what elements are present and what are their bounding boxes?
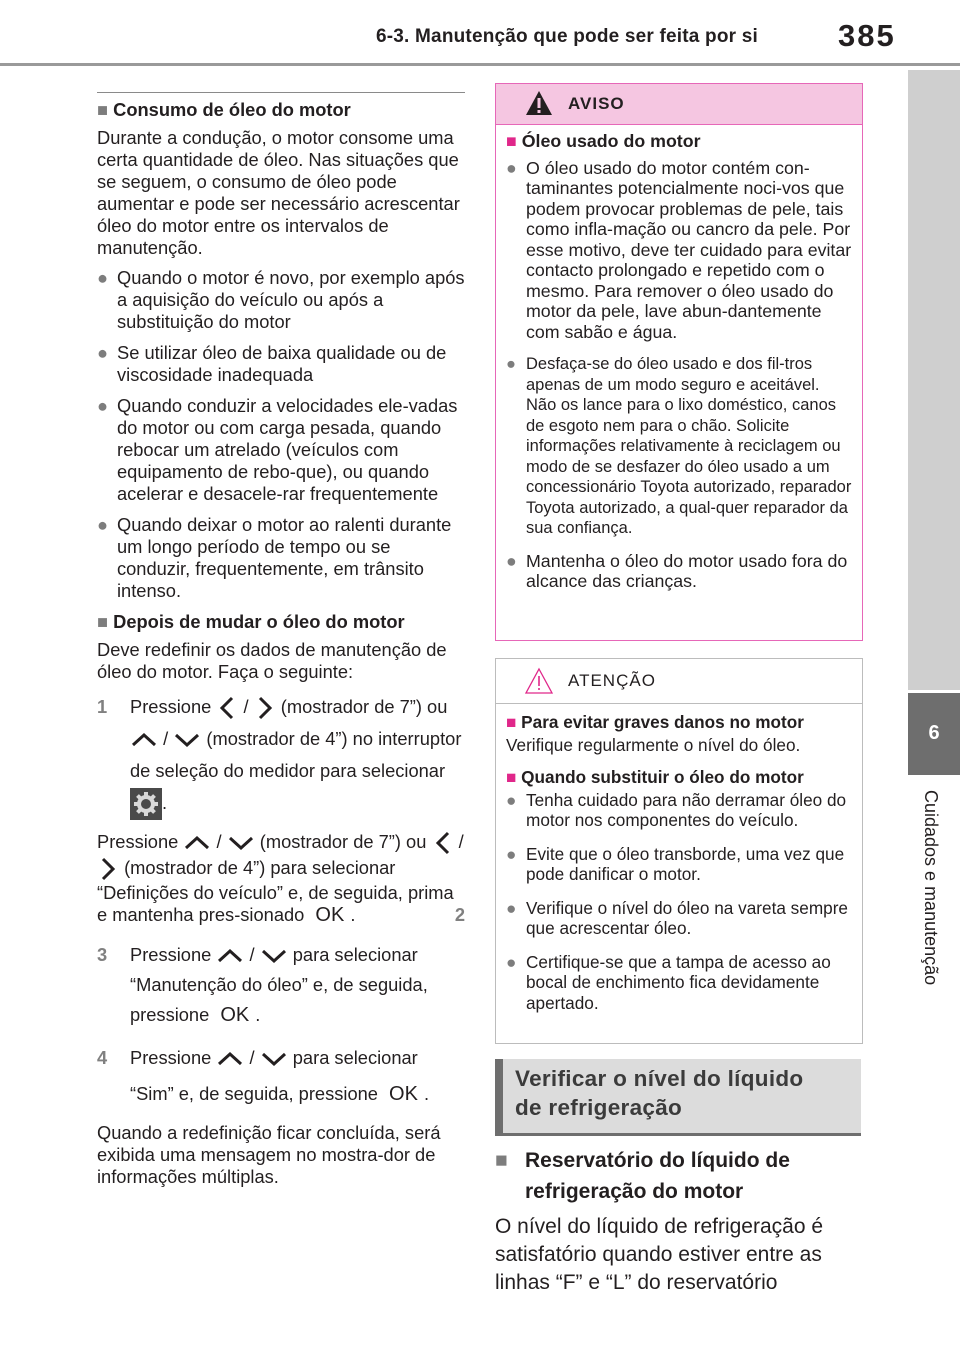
list-item: ●Se utilizar óleo de baixa qualidade ou …: [97, 342, 447, 385]
dot-bullet-icon: ●: [506, 843, 517, 864]
dot-bullet-icon: ●: [506, 951, 517, 972]
coolant-section: ■Reservatório do líquido de refrigeração…: [495, 1145, 861, 1297]
heading-consumo: ■ Consumo de óleo do motor: [97, 99, 351, 120]
section-band-rule: [495, 1133, 861, 1136]
square-bullet-icon: ■: [506, 767, 517, 787]
step-number: 3: [97, 944, 108, 966]
warning-box-title: AVISO: [568, 94, 625, 113]
left-column: ■ Consumo de óleo do motor Durante a con…: [97, 92, 465, 1196]
section-title-line: Verificar o nível do líquido: [515, 1066, 804, 1091]
header-divider: [0, 63, 960, 66]
warning-triangle-icon: [526, 91, 552, 115]
dot-bullet-icon: ●: [97, 267, 109, 288]
ok-button-icon: OK: [315, 904, 345, 927]
step-1: 1 Pressione / (mostrador de 7”) ou / (mo…: [97, 691, 465, 821]
square-bullet-icon: ■: [495, 1149, 508, 1172]
chevron-up-icon: [218, 1052, 243, 1066]
caution-text: Verifique regularmente o nível do óleo.: [506, 734, 801, 755]
chapter-title: 6-3. Manutenção que pode ser feita por s…: [376, 26, 758, 47]
square-bullet-icon: ■: [506, 131, 517, 151]
step-4: 4 Pressione / para selecionar “Sim” e, d…: [97, 1040, 465, 1112]
page-number: 385: [838, 18, 896, 53]
depois-intro: Deve redefinir os dados de manutenção de…: [97, 639, 447, 682]
dot-bullet-icon: ●: [506, 157, 517, 178]
square-bullet-icon: ■: [97, 99, 109, 120]
square-bullet-icon: ■: [506, 712, 517, 732]
list-item: ●Certifique-se que a tampa de acesso ao …: [506, 951, 831, 1013]
chevron-down-icon: [228, 837, 253, 851]
list-item: ●Quando conduzir a velocidades ele-vadas…: [97, 395, 458, 504]
list-item: ●Tenha cuidado para não derramar óleo do…: [506, 789, 847, 831]
closing-text: Quando a redefinição ficar concluída, se…: [97, 1122, 441, 1188]
dot-bullet-icon: ●: [506, 897, 517, 918]
dot-bullet-icon: ●: [506, 789, 517, 810]
chevron-up-icon: [218, 949, 243, 963]
caution-box: ATENÇÃO ■ Para evitar graves danos no mo…: [495, 658, 863, 1044]
ok-button-icon: OK: [389, 1083, 418, 1106]
chevron-down-icon: [261, 1053, 286, 1067]
dot-bullet-icon: ●: [506, 355, 516, 373]
caution-heading: ■ Quando substituir o óleo do motor: [506, 767, 804, 787]
coolant-text: O nível do líquido de refrigeração é sat…: [495, 1215, 824, 1294]
settings-gear-icon: [130, 788, 162, 821]
caution-box-title: ATENÇÃO: [568, 671, 656, 690]
chevron-right-icon: [258, 697, 272, 720]
chevron-down-icon: [261, 950, 286, 964]
step-2: Pressione / (mostrador de 7”) ou / (most…: [97, 831, 465, 927]
caution-triangle-icon: [524, 667, 554, 694]
dot-bullet-icon: ●: [97, 395, 109, 416]
list-item: ●Quando o motor é novo, por exemplo após…: [97, 267, 465, 332]
caution-box-header: ATENÇÃO: [496, 659, 862, 704]
warning-box: AVISO ■ Óleo usado do motor ●O óleo usad…: [495, 83, 863, 641]
warning-heading: ■ Óleo usado do motor: [506, 131, 701, 151]
chapter-tab: [908, 693, 960, 775]
list-item: ●Desfaça-se do óleo usado e dos fil-tros…: [506, 355, 852, 537]
chevron-up-icon: [185, 836, 210, 850]
dot-bullet-icon: ●: [97, 342, 109, 363]
chevron-down-icon: [175, 734, 200, 748]
dot-bullet-icon: ●: [97, 514, 109, 535]
section-divider: [97, 92, 465, 93]
chapter-tab-number: 6: [928, 722, 940, 744]
list-item: ●Evite que o óleo transborde, uma vez qu…: [506, 843, 845, 885]
caution-heading: ■ Para evitar graves danos no motor: [506, 712, 804, 732]
coolant-heading: ■Reservatório do líquido de refrigeração…: [495, 1145, 861, 1207]
warning-box-header: AVISO: [496, 84, 862, 125]
side-tab-track: [908, 70, 960, 690]
square-bullet-icon: ■: [97, 611, 109, 632]
section-title-band: Verificar o nível do líquido de refriger…: [495, 1059, 861, 1133]
list-item: ●Mantenha o óleo do motor usado fora do …: [506, 550, 848, 592]
step-number: 1: [97, 696, 108, 717]
list-item: ●Quando deixar o motor ao ralenti durant…: [97, 514, 452, 601]
chevron-right-icon: [101, 858, 116, 881]
step-3: 3 Pressione / para selecionar “Manutençã…: [97, 940, 465, 1030]
page-header: 6-3. Manutenção que pode ser feita por s…: [0, 0, 960, 66]
list-item: ●O óleo usado do motor contém con-tamina…: [506, 157, 852, 342]
chevron-left-icon: [220, 697, 234, 720]
consumo-intro: Durante a condução, o motor consome uma …: [97, 127, 460, 258]
chapter-tab-label: Cuidados e manutenção: [921, 790, 941, 986]
list-item: ●Verifique o nível do óleo na vareta sem…: [506, 897, 848, 939]
chevron-left-icon: [435, 832, 449, 855]
ok-button-icon: OK: [220, 1004, 250, 1027]
chevron-up-icon: [131, 733, 157, 747]
heading-depois: ■ Depois de mudar o óleo do motor: [97, 611, 405, 632]
section-title-line: de refrigeração: [515, 1095, 683, 1120]
step-number: 4: [97, 1047, 108, 1069]
dot-bullet-icon: ●: [506, 550, 517, 571]
step-number: 2: [454, 904, 465, 926]
